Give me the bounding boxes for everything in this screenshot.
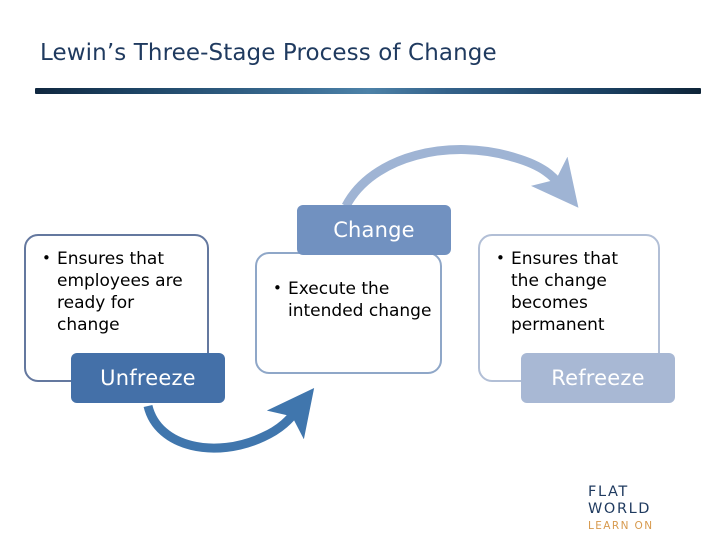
list-item: Ensures that the change becomes permanen… [494, 247, 650, 336]
stage-container-change[interactable]: Execute the intended change [255, 252, 442, 374]
stage-label-change[interactable]: Change [297, 205, 451, 255]
page-title: Lewin’s Three-Stage Process of Change [40, 40, 497, 66]
top-curved-arrow [342, 145, 579, 209]
bottom-curved-arrow [143, 387, 315, 453]
stage-bullet-list: Ensures that the change becomes permanen… [494, 247, 650, 336]
stage-label-refreeze[interactable]: Refreeze [521, 353, 675, 403]
logo-tagline-text: LEARN ON [588, 520, 654, 532]
list-item: Ensures that employees are ready for cha… [40, 247, 199, 336]
stage-bullet-list: Ensures that employees are ready for cha… [40, 247, 199, 336]
stage-label-unfreeze[interactable]: Unfreeze [71, 353, 225, 403]
stage-bullet-list: Execute the intended change [271, 277, 432, 322]
logo-primary-text: FLAT WORLD [588, 484, 652, 517]
title-divider-rule [35, 88, 701, 94]
stage-container-unfreeze[interactable]: Ensures that employees are ready for cha… [24, 234, 209, 382]
brand-logo: FLAT WORLD LEARN ON [588, 484, 698, 533]
list-item: Execute the intended change [271, 277, 432, 322]
